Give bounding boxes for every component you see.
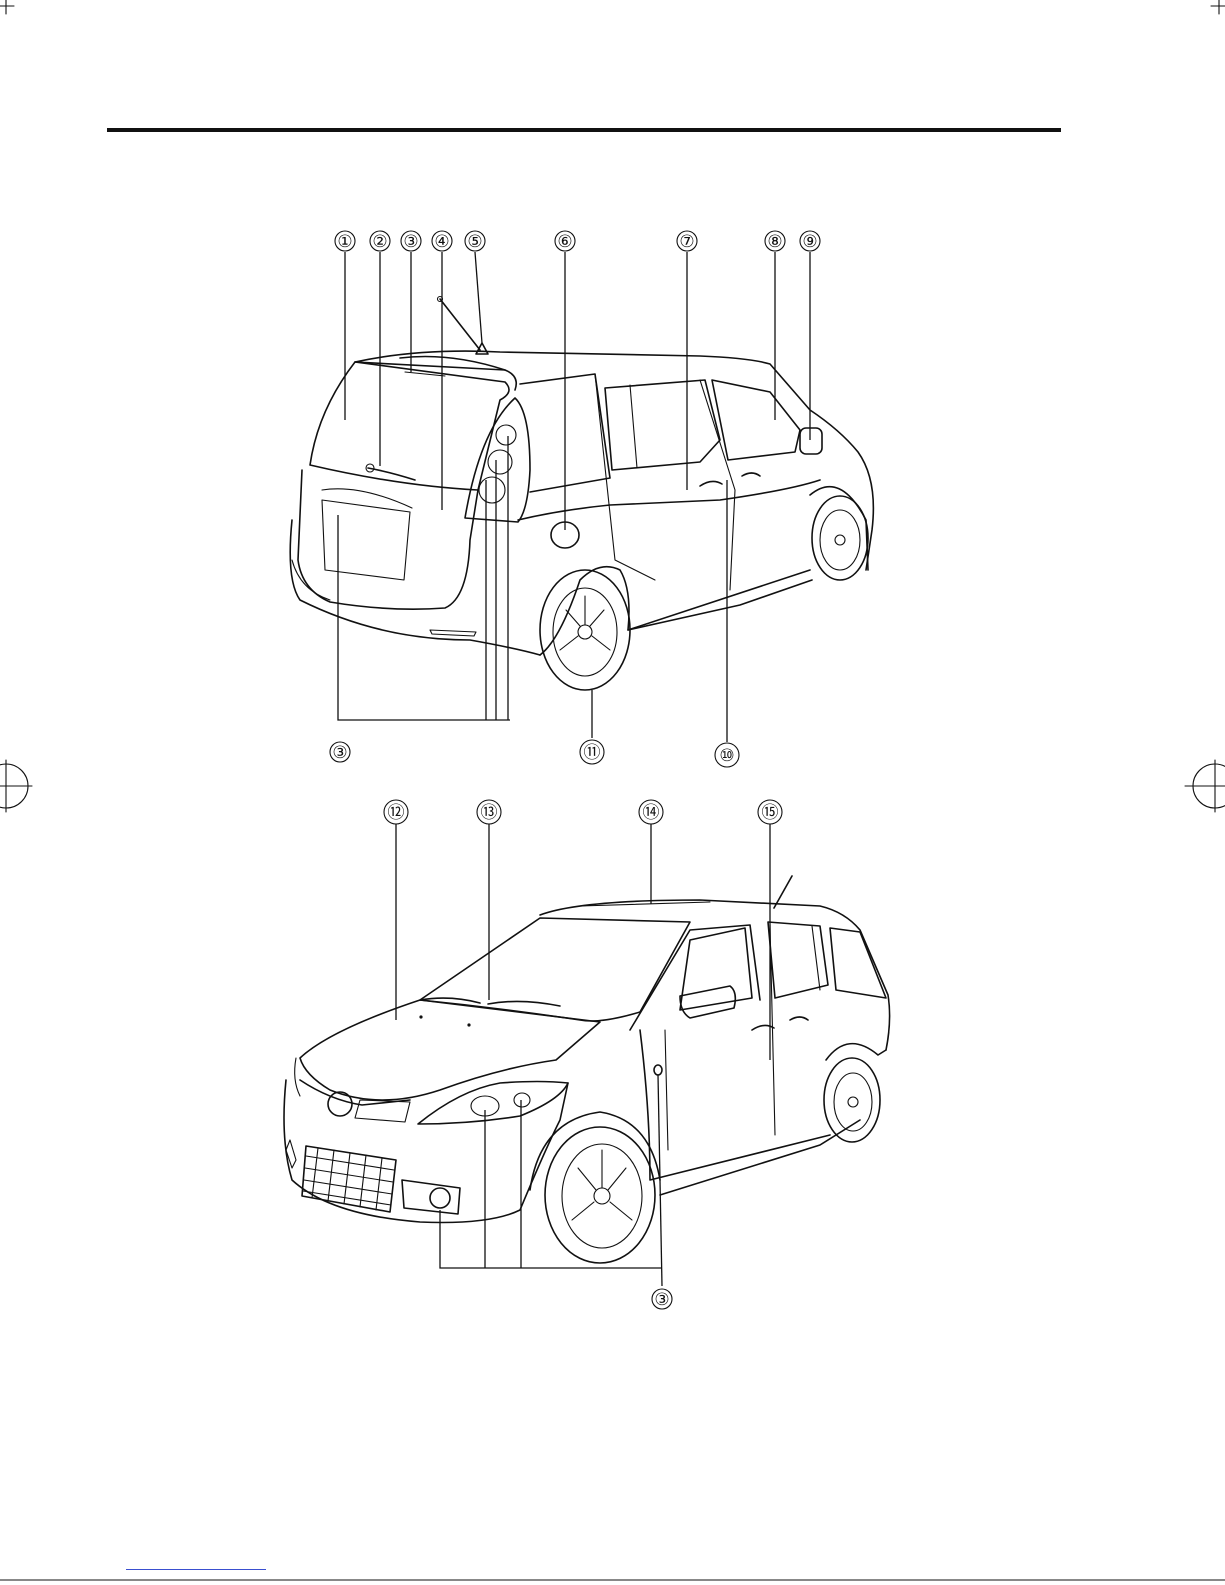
callout-rear-9: ⑨ xyxy=(800,231,820,252)
svg-text:⑫: ⑫ xyxy=(388,803,405,823)
svg-text:⑤: ⑤ xyxy=(467,232,482,252)
callout-rear-5: ⑤ xyxy=(465,231,485,252)
callout-rear-11: ⑪ xyxy=(580,740,604,764)
callout-front-3: ③ xyxy=(652,1289,672,1310)
callout-front-14: ⑭ xyxy=(639,800,663,824)
callout-rear-7: ⑦ xyxy=(677,231,697,252)
svg-text:⑩: ⑩ xyxy=(719,746,734,766)
footer-link-underline[interactable] xyxy=(126,1566,266,1570)
svg-text:⑧: ⑧ xyxy=(767,232,782,252)
callout-front-13: ⑬ xyxy=(477,800,501,824)
callout-rear-2: ② xyxy=(370,231,390,252)
callout-front-15: ⑮ xyxy=(758,800,782,824)
svg-text:①: ① xyxy=(337,232,352,252)
front-callouts: ⑫ ⑬ ⑭ ⑮ ③ xyxy=(384,800,782,1310)
callout-rear-1: ① xyxy=(335,231,355,252)
svg-text:⑦: ⑦ xyxy=(679,232,694,252)
svg-text:②: ② xyxy=(372,232,387,252)
callout-rear-6: ⑥ xyxy=(555,231,575,252)
svg-text:⑥: ⑥ xyxy=(557,232,572,252)
header-rule xyxy=(107,128,1061,132)
svg-text:③: ③ xyxy=(332,743,347,763)
svg-text:⑬: ⑬ xyxy=(481,803,498,823)
callout-rear-3: ③ xyxy=(401,231,421,252)
callout-rear-4: ④ xyxy=(432,231,452,252)
svg-text:⑨: ⑨ xyxy=(802,232,817,252)
svg-text:⑭: ⑭ xyxy=(643,803,660,823)
front-leaders xyxy=(396,824,770,1286)
front-view-drawing xyxy=(284,876,890,1263)
rear-view-drawing xyxy=(290,297,873,691)
svg-text:⑪: ⑪ xyxy=(584,743,601,763)
svg-text:⑮: ⑮ xyxy=(762,803,779,823)
callout-rear-8: ⑧ xyxy=(765,231,785,252)
rear-callouts: ① ② ③ ④ ⑤ ⑥ ⑦ ⑧ ⑨ ③ ⑪ ⑩ xyxy=(330,231,820,767)
callout-rear-3b: ③ xyxy=(330,742,350,763)
svg-text:③: ③ xyxy=(403,232,418,252)
callout-front-12: ⑫ xyxy=(384,800,408,824)
svg-text:④: ④ xyxy=(434,232,449,252)
svg-text:③: ③ xyxy=(654,1290,669,1310)
callout-rear-10: ⑩ xyxy=(715,743,739,767)
